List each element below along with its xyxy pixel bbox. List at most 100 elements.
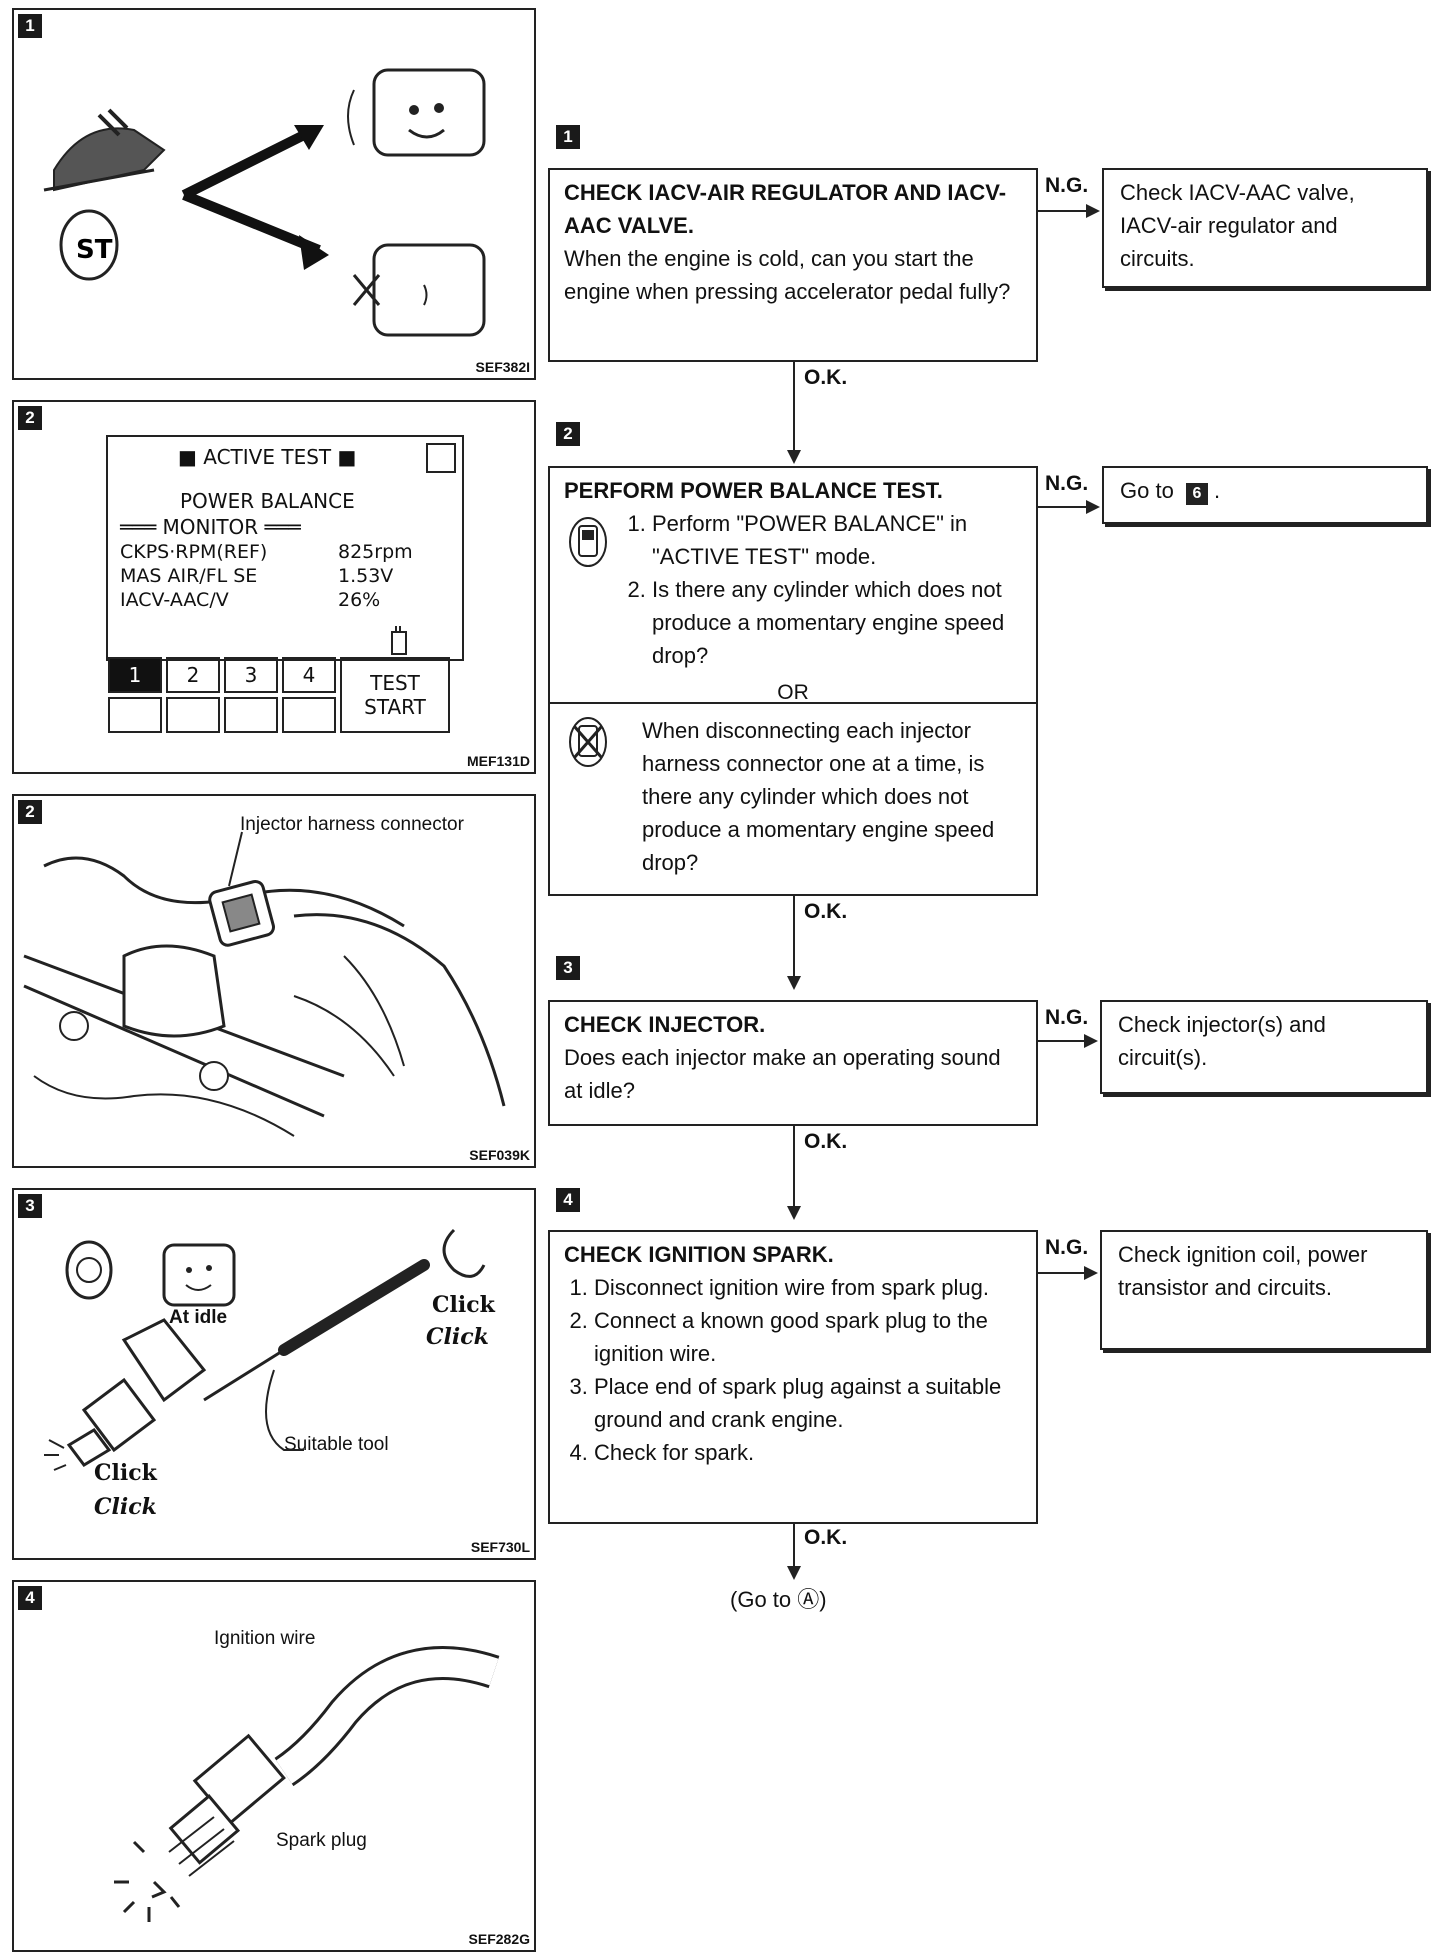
- step2-lower: When disconnecting each injector harness…: [550, 704, 1036, 885]
- empty-cell: [282, 697, 336, 733]
- tool-label: Suitable tool: [284, 1434, 389, 1455]
- no-tools-icon: [569, 717, 607, 767]
- cylinder-button-3: 3: [224, 657, 278, 693]
- step2-title: PERFORM POWER BALANCE TEST.: [564, 478, 943, 503]
- step1-body: When the engine is cold, can you start t…: [564, 246, 1011, 304]
- plug-label: Spark plug: [276, 1830, 367, 1851]
- click-label: Click: [432, 1292, 495, 1318]
- ng-arrow: [1086, 500, 1100, 514]
- at-idle-label: At idle: [169, 1307, 228, 1328]
- step4-title: CHECK IGNITION SPARK.: [564, 1242, 834, 1267]
- svg-text:ST: ST: [76, 235, 113, 265]
- figure-3: 2 Injector harness connector SEF039K: [12, 794, 536, 1168]
- step1-title: CHECK IACV-AIR REGULATOR AND IACV-AAC VA…: [564, 180, 1007, 238]
- figure-step-number: 2: [18, 406, 42, 430]
- ok-connector: [793, 896, 795, 976]
- consult-tool-icon: [569, 517, 607, 567]
- step2-item: Is there any cylinder which does not pro…: [652, 573, 1022, 672]
- step2-item: Perform "POWER BALANCE" in "ACTIVE TEST"…: [652, 507, 1022, 573]
- figure-code: MEF131D: [466, 753, 530, 769]
- ng-connector: [1038, 1040, 1086, 1042]
- click-label: Click: [426, 1324, 489, 1350]
- engine-start-illustration: ST: [43, 68, 486, 337]
- step-number: 1: [556, 125, 580, 149]
- figure-code: SEF730L: [470, 1539, 530, 1555]
- empty-cell: [108, 697, 162, 733]
- cylinder-button-2: 2: [166, 657, 220, 693]
- step2-box: PERFORM POWER BALANCE TEST. Perform "POW…: [548, 466, 1038, 896]
- cylinder-button-4: 4: [282, 657, 336, 693]
- step2-ng-box: Go to 6 .: [1102, 466, 1428, 524]
- ng-label: N.G.: [1045, 1236, 1089, 1259]
- step4-ng-box: Check ignition coil, power transistor an…: [1100, 1230, 1428, 1350]
- step3-box: CHECK INJECTOR. Does each injector make …: [548, 1000, 1038, 1126]
- click-label: Click: [94, 1494, 157, 1520]
- step1-box: CHECK IACV-AIR REGULATOR AND IACV-AAC VA…: [548, 168, 1038, 362]
- or-label: OR: [777, 681, 809, 704]
- ng-arrow: [1084, 1034, 1098, 1048]
- empty-cell: [166, 697, 220, 733]
- ng-label: N.G.: [1045, 174, 1089, 197]
- ng-connector: [1038, 210, 1088, 212]
- step3-title: CHECK INJECTOR.: [564, 1012, 766, 1037]
- engine-injector-illustration: [23, 831, 506, 1137]
- figure-step-number: 1: [18, 14, 42, 38]
- ok-connector: [793, 362, 795, 450]
- step4-item: Check for spark.: [594, 1436, 1022, 1469]
- ok-label: O.K.: [804, 366, 848, 389]
- step-number: 4: [556, 1188, 580, 1212]
- ng-arrow: [1086, 204, 1100, 218]
- figure-4: 3 At idle Click Click Click Click Suitab…: [12, 1188, 536, 1560]
- ok-arrow: [787, 1566, 801, 1580]
- step-number: 2: [556, 422, 580, 446]
- step1-ng-box: Check IACV-AAC valve, IACV-air regulator…: [1102, 168, 1428, 288]
- screen-row: CKPS·RPM(REF)825rpm: [120, 541, 413, 563]
- figure-2: 2 ■ ACTIVE TEST ■ POWER BALANCE ═══ MONI…: [12, 400, 536, 774]
- ok-arrow: [787, 1206, 801, 1220]
- ok-label: O.K.: [804, 900, 848, 923]
- callout-label: Injector harness connector: [240, 814, 464, 835]
- ng-label: N.G.: [1045, 1006, 1089, 1029]
- ng-connector: [1038, 1272, 1086, 1274]
- step4-item: Place end of spark plug against a suitab…: [594, 1370, 1022, 1436]
- goto-label: (Go to Ⓐ): [730, 1587, 827, 1612]
- figure-code: SEF039K: [469, 1147, 530, 1163]
- figure-step-number: 3: [18, 1194, 42, 1218]
- cylinder-button-1: 1: [108, 657, 162, 693]
- screen-line1: POWER BALANCE: [180, 489, 355, 513]
- empty-cell: [224, 697, 278, 733]
- ng-label: N.G.: [1045, 472, 1089, 495]
- ok-arrow: [787, 976, 801, 990]
- step-reference: 6: [1185, 483, 1208, 505]
- step3-ng-box: Check injector(s) and circuit(s).: [1100, 1000, 1428, 1094]
- ok-arrow: [787, 450, 801, 464]
- step4-box: CHECK IGNITION SPARK. Disconnect ignitio…: [548, 1230, 1038, 1524]
- step4-item: Disconnect ignition wire from spark plug…: [594, 1271, 1022, 1304]
- step2-alt: When disconnecting each injector harness…: [642, 718, 995, 875]
- ok-label: O.K.: [804, 1526, 848, 1549]
- figure-code: SEF282G: [468, 1931, 530, 1947]
- ok-connector: [793, 1524, 795, 1566]
- ok-label: O.K.: [804, 1130, 848, 1153]
- figure-step-number: 2: [18, 800, 42, 824]
- figure-5: 4 Ignition wire Spark plug SEF282G: [12, 1580, 536, 1952]
- consult-screen: ■ ACTIVE TEST ■ POWER BALANCE ═══ MONITO…: [106, 435, 464, 661]
- figure-1: 1 ST SEF382I: [12, 8, 536, 380]
- screen-square: [426, 443, 456, 473]
- ng-connector: [1038, 506, 1088, 508]
- figure-code: SEF382I: [475, 359, 530, 375]
- step-number: 3: [556, 956, 580, 980]
- screen-line2: ═══ MONITOR ═══: [120, 515, 301, 539]
- spark-plug-illustration: [114, 1646, 500, 1922]
- step2-upper: PERFORM POWER BALANCE TEST. Perform "POW…: [550, 468, 1036, 704]
- wire-label: Ignition wire: [214, 1628, 316, 1649]
- hand-pointer-icon: [391, 626, 407, 655]
- click-label: Click: [94, 1460, 157, 1486]
- figure-step-number: 4: [18, 1586, 42, 1610]
- step4-item: Connect a known good spark plug to the i…: [594, 1304, 1022, 1370]
- step3-body: Does each injector make an operating sou…: [564, 1045, 1001, 1103]
- screen-title: ■ ACTIVE TEST ■: [178, 445, 357, 469]
